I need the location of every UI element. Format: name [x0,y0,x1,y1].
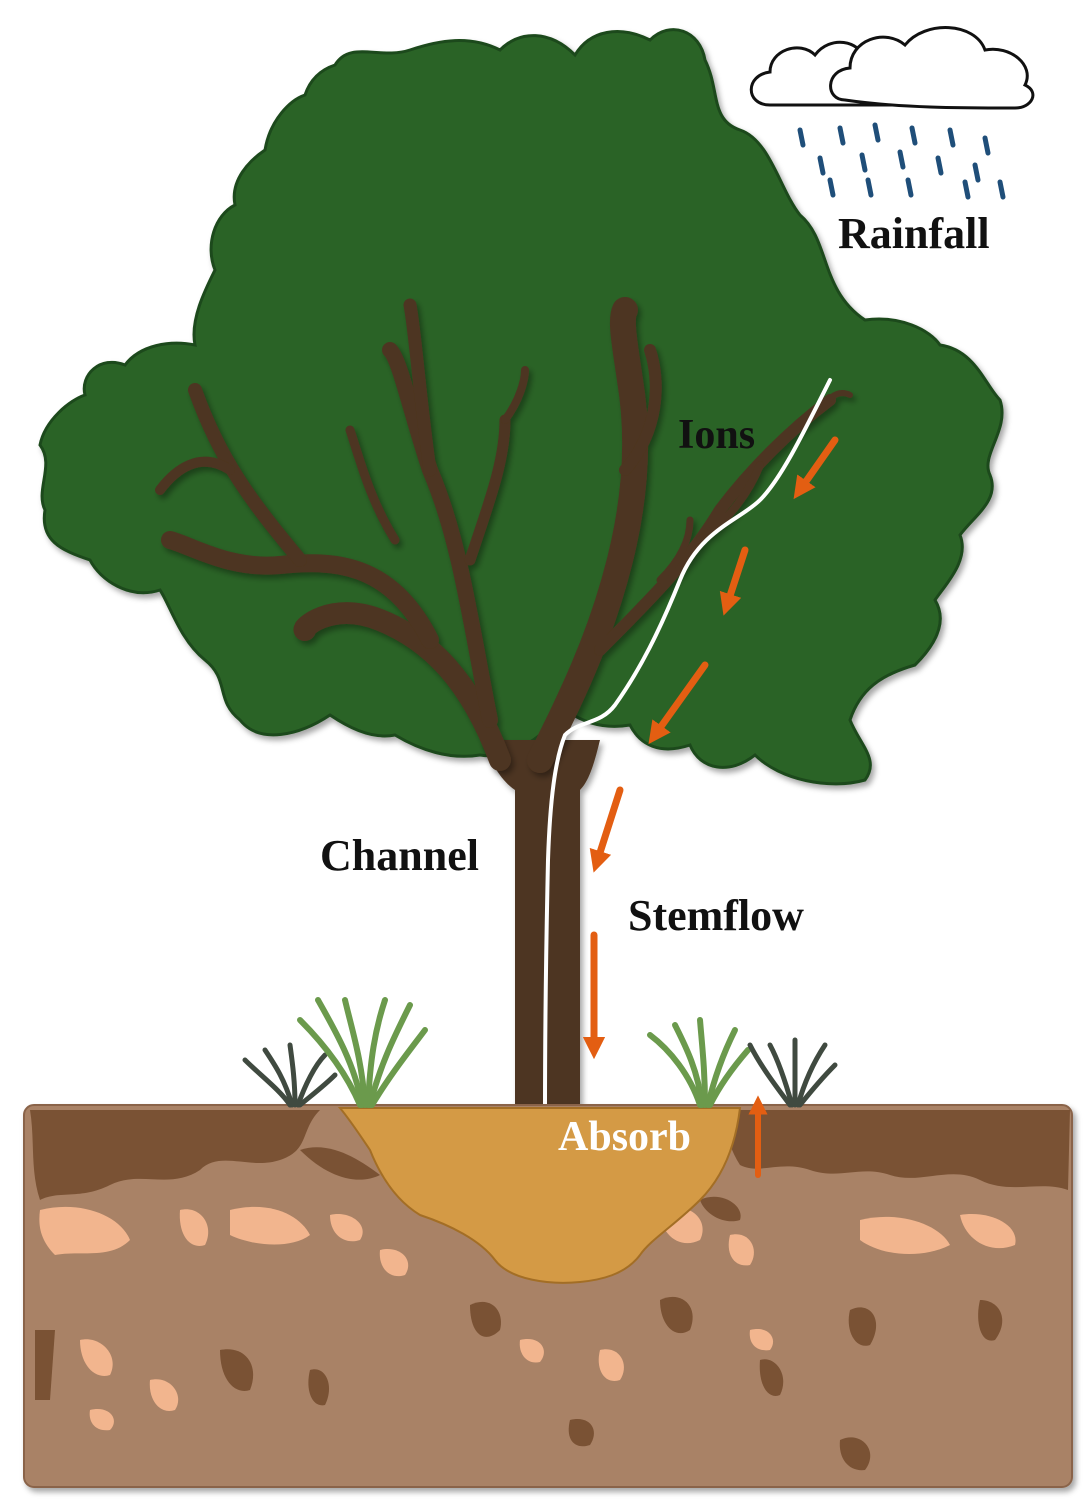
label-ions: Ions [678,412,755,458]
rock-patches [39,1206,1016,1431]
grass-tufts [242,997,838,1108]
grass-tuft-dark-left [242,1042,338,1108]
arrow-1 [793,436,839,500]
soil [23,1104,1073,1488]
label-channel: Channel [320,831,479,880]
tree-trunk [480,740,600,1110]
stemflow-arrows [582,436,839,1060]
grass-tuft-light-right [647,1017,751,1108]
tree-canopy [38,28,1004,786]
cloud-icon [749,26,1035,110]
arrow-2 [719,546,749,616]
label-rainfall: Rainfall [838,209,990,258]
absorb-zone [337,1107,742,1284]
grass-tuft-light-left [297,997,428,1108]
rain-drops [797,122,1006,200]
arrow-3 [648,661,709,745]
label-absorb: Absorb [558,1114,691,1160]
grass-tuft-dark-right [747,1037,838,1108]
tree-branches [155,297,853,773]
arrow-4 [589,786,624,873]
stemflow-channel-line [543,378,832,1112]
topsoil-patches [30,1110,1070,1471]
label-stemflow: Stemflow [628,891,804,940]
soil-block [23,1104,1073,1488]
